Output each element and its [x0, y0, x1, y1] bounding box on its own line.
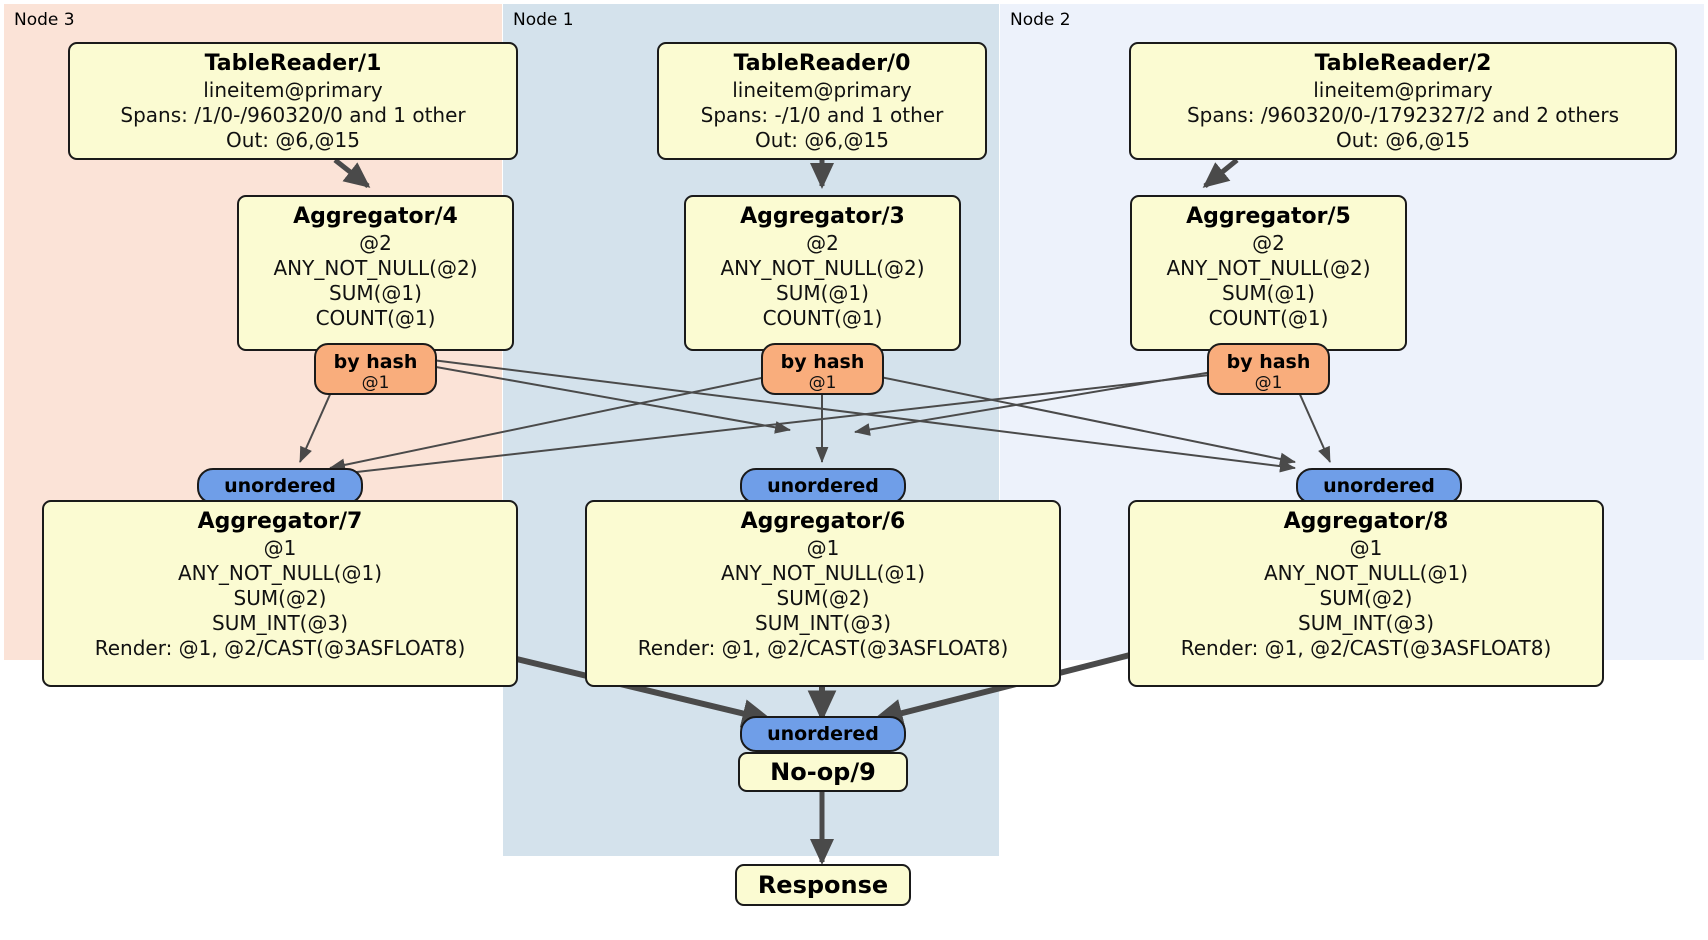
- pill-unordered-final[interactable]: unordered: [740, 716, 906, 752]
- box-noop-9[interactable]: No-op/9: [738, 752, 908, 792]
- box-line: @1: [1349, 536, 1383, 560]
- box-tablereader-1[interactable]: TableReader/1 lineitem@primary Spans: /1…: [68, 42, 518, 160]
- box-line: Render: @1, @2/CAST(@3ASFLOAT8): [637, 636, 1009, 660]
- box-line: SUM(@1): [776, 281, 869, 305]
- box-line: Out: @6,@15: [755, 128, 889, 152]
- node-panel-label-node2: Node 2: [1010, 10, 1071, 30]
- box-title: Aggregator/3: [740, 204, 905, 229]
- box-line: Render: @1, @2/CAST(@3ASFLOAT8): [1180, 636, 1552, 660]
- box-line: @2: [806, 231, 839, 255]
- box-title: Aggregator/4: [293, 204, 458, 229]
- box-title: Aggregator/8: [1283, 509, 1449, 534]
- box-line: ANY_NOT_NULL(@2): [720, 256, 925, 280]
- pill-label: by hash: [1226, 351, 1311, 373]
- box-aggregator-7[interactable]: Aggregator/7 @1 ANY_NOT_NULL(@1) SUM(@2)…: [42, 500, 518, 687]
- box-line: lineitem@primary: [203, 78, 383, 102]
- box-line: Spans: -/1/0 and 1 other: [700, 103, 944, 127]
- box-line: SUM_INT(@3): [212, 611, 348, 635]
- box-title: No-op/9: [770, 758, 876, 786]
- box-title: Aggregator/6: [740, 509, 906, 534]
- box-line: @1: [263, 536, 297, 560]
- pill-unordered-right[interactable]: unordered: [1296, 468, 1462, 504]
- box-title: Aggregator/7: [197, 509, 363, 534]
- box-line: SUM(@2): [233, 586, 327, 610]
- pill-label: unordered: [1323, 475, 1435, 497]
- box-line: SUM_INT(@3): [1298, 611, 1434, 635]
- pill-sublabel: @1: [1254, 373, 1283, 393]
- box-aggregator-4[interactable]: Aggregator/4 @2 ANY_NOT_NULL(@2) SUM(@1)…: [237, 195, 514, 351]
- pill-by-hash-left[interactable]: by hash @1: [314, 343, 437, 395]
- box-aggregator-8[interactable]: Aggregator/8 @1 ANY_NOT_NULL(@1) SUM(@2)…: [1128, 500, 1604, 687]
- pill-sublabel: @1: [808, 373, 837, 393]
- box-line: ANY_NOT_NULL(@2): [1166, 256, 1371, 280]
- node-panel-label-node3: Node 3: [14, 10, 75, 30]
- box-line: lineitem@primary: [732, 78, 912, 102]
- box-response[interactable]: Response: [735, 864, 911, 906]
- node-panel-label-node1: Node 1: [513, 10, 574, 30]
- box-tablereader-2[interactable]: TableReader/2 lineitem@primary Spans: /9…: [1129, 42, 1677, 160]
- box-line: SUM(@1): [1222, 281, 1315, 305]
- box-line: SUM_INT(@3): [755, 611, 891, 635]
- pill-by-hash-mid[interactable]: by hash @1: [761, 343, 884, 395]
- box-line: ANY_NOT_NULL(@1): [721, 561, 925, 585]
- pill-label: unordered: [767, 475, 879, 497]
- pill-by-hash-right[interactable]: by hash @1: [1207, 343, 1330, 395]
- pill-label: unordered: [224, 475, 336, 497]
- box-title: TableReader/1: [204, 51, 382, 76]
- box-line: COUNT(@1): [762, 306, 883, 330]
- pill-sublabel: @1: [361, 373, 390, 393]
- box-line: @2: [1252, 231, 1285, 255]
- box-line: Out: @6,@15: [226, 128, 360, 152]
- box-title: TableReader/0: [733, 51, 911, 76]
- box-aggregator-5[interactable]: Aggregator/5 @2 ANY_NOT_NULL(@2) SUM(@1)…: [1130, 195, 1407, 351]
- box-line: SUM(@2): [776, 586, 870, 610]
- box-line: Spans: /960320/0-/1792327/2 and 2 others: [1186, 103, 1619, 127]
- box-line: Spans: /1/0-/960320/0 and 1 other: [120, 103, 466, 127]
- box-line: lineitem@primary: [1313, 78, 1493, 102]
- box-line: Render: @1, @2/CAST(@3ASFLOAT8): [94, 636, 466, 660]
- box-line: COUNT(@1): [315, 306, 436, 330]
- box-line: SUM(@1): [329, 281, 422, 305]
- box-aggregator-6[interactable]: Aggregator/6 @1 ANY_NOT_NULL(@1) SUM(@2)…: [585, 500, 1061, 687]
- box-line: ANY_NOT_NULL(@2): [273, 256, 478, 280]
- box-line: ANY_NOT_NULL(@1): [178, 561, 382, 585]
- box-line: SUM(@2): [1319, 586, 1413, 610]
- box-line: COUNT(@1): [1208, 306, 1329, 330]
- box-aggregator-3[interactable]: Aggregator/3 @2 ANY_NOT_NULL(@2) SUM(@1)…: [684, 195, 961, 351]
- box-line: @2: [359, 231, 392, 255]
- box-title: TableReader/2: [1314, 51, 1492, 76]
- pill-label: by hash: [333, 351, 418, 373]
- pill-unordered-mid[interactable]: unordered: [740, 468, 906, 504]
- box-title: Response: [757, 871, 889, 899]
- box-line: ANY_NOT_NULL(@1): [1264, 561, 1468, 585]
- box-tablereader-0[interactable]: TableReader/0 lineitem@primary Spans: -/…: [657, 42, 987, 160]
- pill-unordered-left[interactable]: unordered: [197, 468, 363, 504]
- box-line: Out: @6,@15: [1336, 128, 1470, 152]
- pill-label: by hash: [780, 351, 865, 373]
- box-title: Aggregator/5: [1186, 204, 1351, 229]
- pill-label: unordered: [767, 723, 879, 745]
- box-line: @1: [806, 536, 840, 560]
